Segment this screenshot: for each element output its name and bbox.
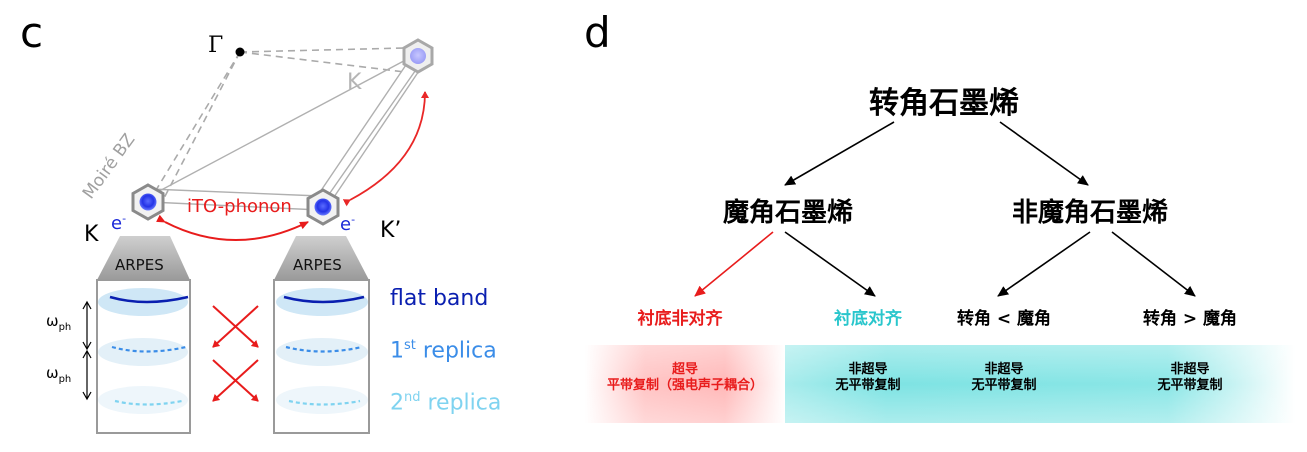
desc3-line2: 无平带复制 bbox=[971, 378, 1037, 393]
flat-band-right bbox=[283, 295, 365, 304]
k-left-label: K bbox=[84, 222, 99, 247]
k-top-label: K bbox=[347, 70, 362, 95]
desc4-line1: 非超导 bbox=[1170, 362, 1210, 377]
desc1-line2: 平带复制（强电声子耦合） bbox=[606, 378, 763, 393]
moire-bz-diagram bbox=[82, 38, 434, 434]
leaf-substrate-aligned: 衬底对齐 bbox=[834, 309, 902, 329]
legend-flat-band: flat band bbox=[390, 286, 489, 311]
red-tree-arrow bbox=[694, 231, 774, 297]
desc1-line1: 超导 bbox=[671, 362, 698, 377]
band-fade bbox=[585, 345, 1295, 423]
omega-arrows bbox=[82, 300, 92, 401]
arpes-label-left: ARPES bbox=[115, 256, 164, 274]
electron-left: e- bbox=[111, 212, 127, 234]
desc-superconducting: 超导 平带复制（强电声子耦合） bbox=[585, 362, 785, 394]
leaf-angle-greater: 转角 > 魔角 bbox=[1142, 309, 1238, 329]
moire-bz-dashed-lines bbox=[149, 47, 406, 203]
flat-band-left bbox=[109, 295, 189, 304]
phonon-arrow-kprime-to-k bbox=[342, 91, 429, 207]
panel-label-d: d bbox=[584, 8, 611, 57]
legend-second-replica: 2nd replica bbox=[390, 390, 502, 416]
k-prime-marker bbox=[306, 188, 340, 226]
node-magic: 魔角石墨烯 bbox=[722, 198, 853, 228]
desc-angle-greater: 非超导 无平带复制 bbox=[1130, 362, 1250, 394]
leaf-angle-less: 转角 < 魔角 bbox=[956, 309, 1052, 329]
tree-arrows bbox=[784, 121, 1196, 297]
omega-ph-label-1: ωph bbox=[46, 312, 72, 333]
k-top-marker bbox=[402, 38, 434, 74]
desc-angle-less: 非超导 无平带复制 bbox=[944, 362, 1064, 394]
desc2-line1: 非超导 bbox=[848, 362, 888, 377]
legend-first-replica: 1st replica bbox=[390, 338, 497, 364]
phonon-label: iTO-phonon bbox=[187, 196, 292, 217]
band-glows bbox=[98, 288, 368, 414]
desc-aligned: 非超导 无平带复制 bbox=[808, 362, 928, 394]
first-replica-left bbox=[111, 345, 187, 353]
panel-d: d bbox=[580, 0, 1307, 452]
desc2-line2: 无平带复制 bbox=[835, 378, 901, 393]
panel-label-c: c bbox=[20, 8, 44, 57]
first-replica-right bbox=[285, 345, 363, 353]
panel-c: c bbox=[0, 0, 580, 452]
gamma-point bbox=[235, 47, 245, 57]
desc4-line2: 无平带复制 bbox=[1157, 378, 1223, 393]
electron-right: e- bbox=[340, 213, 356, 235]
cross-arrows bbox=[212, 305, 259, 402]
bz-triangle-lines bbox=[149, 54, 426, 211]
arpes-label-right: ARPES bbox=[293, 256, 342, 274]
tree-diagram bbox=[585, 121, 1295, 423]
gamma-label: Γ bbox=[208, 33, 224, 58]
leaf-substrate-misaligned: 衬底非对齐 bbox=[637, 309, 723, 329]
desc3-line1: 非超导 bbox=[984, 362, 1024, 377]
node-root: 转角石墨烯 bbox=[869, 86, 1019, 121]
phonon-arrow-k-to-kprime bbox=[156, 214, 309, 241]
k-left-marker bbox=[131, 183, 165, 221]
second-replica-right bbox=[288, 399, 361, 406]
omega-ph-label-2: ωph bbox=[46, 364, 72, 385]
k-prime-label: K’ bbox=[380, 218, 402, 243]
node-non-magic: 非魔角石墨烯 bbox=[1011, 198, 1168, 228]
